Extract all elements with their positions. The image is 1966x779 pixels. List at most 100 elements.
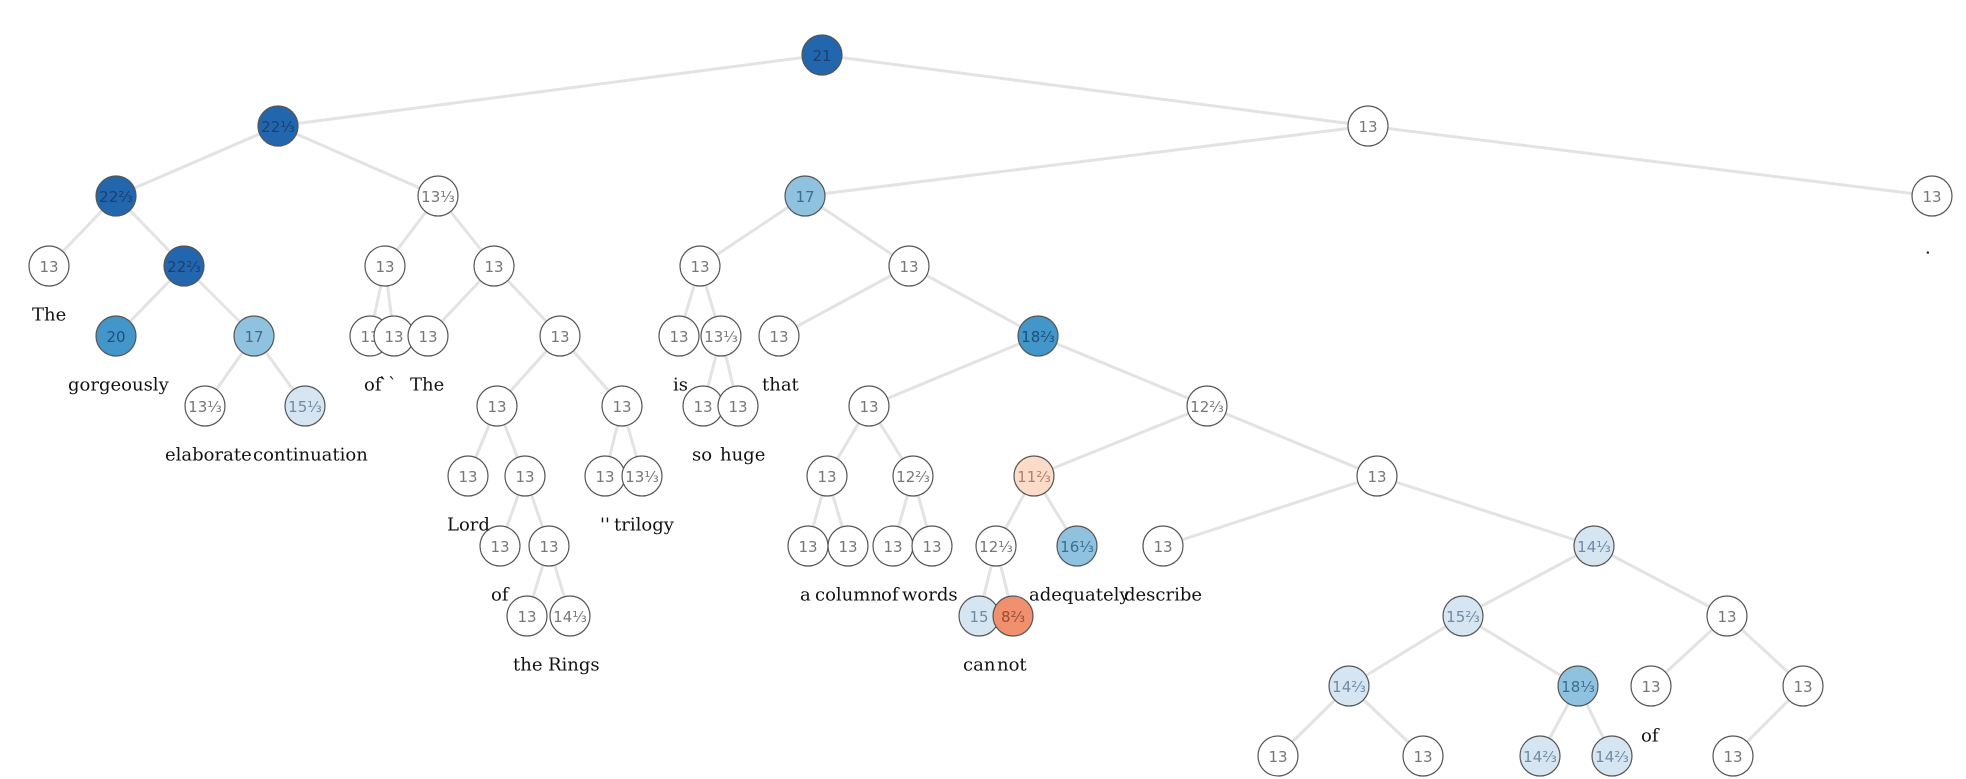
node-circle — [1356, 455, 1398, 497]
leaf-word: `` — [379, 375, 397, 396]
node-score: 13 — [883, 538, 902, 556]
leaf-word: the — [513, 655, 542, 676]
node-score: 13 — [384, 328, 403, 346]
node-circle — [417, 175, 459, 217]
node-score: 13⅓ — [188, 398, 222, 416]
tree-edge — [277, 53, 823, 128]
node-circle — [1442, 595, 1484, 637]
tree-node: 17 — [784, 175, 826, 217]
node-score: 21 — [812, 47, 831, 65]
node-circle — [473, 245, 515, 287]
node-circle — [892, 455, 934, 497]
tree-edge — [1593, 544, 1728, 618]
node-score: 14⅓ — [1577, 538, 1611, 556]
node-circle — [407, 315, 449, 357]
node-circle — [1402, 735, 1444, 777]
node-circle — [992, 595, 1034, 637]
node-score: 13⅓ — [704, 328, 738, 346]
node-score: 13 — [1641, 678, 1660, 696]
node-score: 13⅓ — [421, 188, 455, 206]
node-circle — [1013, 455, 1055, 497]
node-score: 13 — [817, 468, 836, 486]
node-score: 18⅓ — [1561, 678, 1595, 696]
tree-node: 22⅔ — [95, 175, 137, 217]
tree-node: 13 — [506, 595, 548, 637]
node-score: 14⅔ — [1523, 748, 1557, 766]
node-circle — [163, 245, 205, 287]
tree-edge — [908, 264, 1039, 338]
node-circle — [1573, 525, 1615, 567]
node-circle — [911, 525, 953, 567]
leaf-word: adequately — [1029, 585, 1130, 606]
tree-node: 13 — [1630, 665, 1672, 707]
tree-node: 13 — [1782, 665, 1824, 707]
tree-node: 13 — [806, 455, 848, 497]
tree-node: 13 — [682, 385, 724, 427]
node-circle — [364, 245, 406, 287]
tree-node: 22⅔ — [163, 245, 205, 287]
tree-edge — [868, 334, 1039, 408]
tree-node: 13 — [1142, 525, 1184, 567]
leaf-word: is — [673, 375, 688, 396]
leaf-word: gorgeously — [68, 375, 170, 396]
node-circle — [506, 595, 548, 637]
tree-edge — [1348, 614, 1464, 688]
node-circle — [476, 385, 518, 427]
node-score: 18⅔ — [1021, 328, 1055, 346]
node-score: 17 — [795, 188, 814, 206]
node-circle — [1782, 665, 1824, 707]
node-circle — [1056, 525, 1098, 567]
node-circle — [1186, 385, 1228, 427]
tree-node: 13 — [373, 315, 415, 357]
node-score: 15 — [969, 608, 988, 626]
node-score: 13 — [484, 258, 503, 276]
leaf-word: trilogy — [614, 515, 675, 536]
node-score: 13 — [838, 538, 857, 556]
node-circle — [717, 385, 759, 427]
node-score: 13 — [693, 398, 712, 416]
tree-edge — [277, 124, 439, 198]
node-score: 12⅓ — [979, 538, 1013, 556]
node-circle — [601, 385, 643, 427]
node-score: 13 — [899, 258, 918, 276]
node-score: 13 — [539, 538, 558, 556]
tree-node: 14⅔ — [1591, 735, 1633, 777]
tree-node: 13 — [911, 525, 953, 567]
node-score: 13 — [595, 468, 614, 486]
node-score: 20 — [106, 328, 125, 346]
tree-node: 13 — [1402, 735, 1444, 777]
tree-node: 15⅓ — [284, 385, 326, 427]
node-score: 13 — [1717, 608, 1736, 626]
leaf-word: that — [762, 375, 800, 396]
tree-node: 13 — [476, 385, 518, 427]
leaf-word: can — [963, 655, 996, 676]
tree-node: 13 — [473, 245, 515, 287]
node-circle — [806, 455, 848, 497]
node-circle — [528, 525, 570, 567]
node-score: 13 — [458, 468, 477, 486]
leaf-word: continuation — [253, 445, 368, 466]
tree-node: 12⅔ — [1186, 385, 1228, 427]
node-score: 13 — [859, 398, 878, 416]
node-score: 13 — [1413, 748, 1432, 766]
leaf-word: of — [364, 375, 383, 396]
tree-node: 13 — [1712, 735, 1754, 777]
node-circle — [479, 525, 521, 567]
tree-edge — [1376, 474, 1595, 548]
node-score: 13 — [769, 328, 788, 346]
tree-edge — [778, 264, 910, 338]
node-score: 22⅓ — [261, 118, 295, 136]
node-circle — [1519, 735, 1561, 777]
node-circle — [621, 455, 663, 497]
tree-node: 13 — [888, 245, 930, 287]
node-circle — [539, 315, 581, 357]
tree-node: 13 — [364, 245, 406, 287]
node-score: 13 — [1922, 188, 1941, 206]
tree-node: 13 — [539, 315, 581, 357]
leaf-word: huge — [720, 445, 765, 466]
node-circle — [1706, 595, 1748, 637]
node-circle — [1557, 665, 1599, 707]
leaf-word: of — [491, 585, 510, 606]
node-circle — [1630, 665, 1672, 707]
